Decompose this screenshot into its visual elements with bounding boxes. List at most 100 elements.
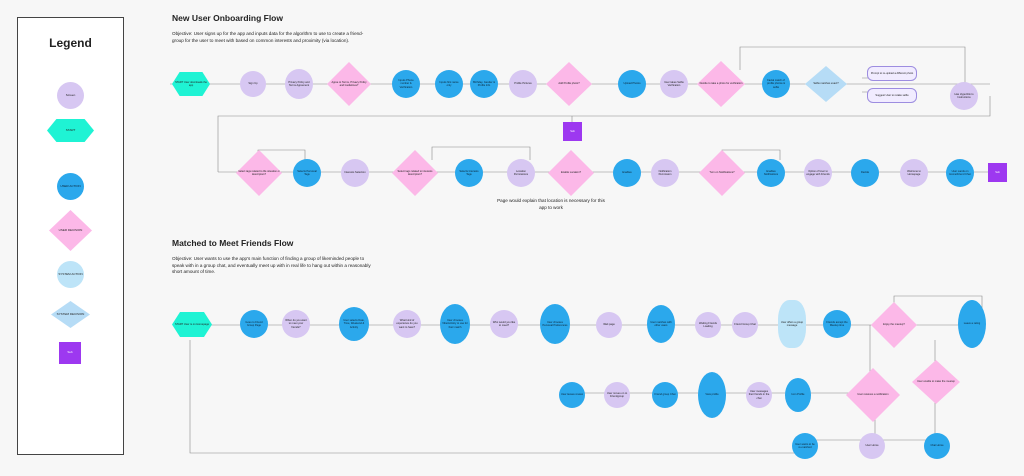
flow2-leaves-review: User leaves review <box>559 382 585 408</box>
flow1-agree-terms-label: Agree to Terms, Privacy Policy and Guide… <box>331 80 367 87</box>
flow2-messages-label: User messages their friends in the chat <box>748 390 770 400</box>
flow1-sub-b-label: Sub <box>995 170 1000 174</box>
flow1-decide: Decide <box>851 159 879 187</box>
flow2-view-profile: View profile <box>698 372 726 418</box>
flow2-who-meet-label: Who would you like to meet? <box>492 320 516 327</box>
flow2-experience: What kind of experience do you want to h… <box>393 310 421 338</box>
legend-start-label: START <box>65 127 76 132</box>
flow1-lands-home-label: User Lands on Home/Friend Chat <box>949 169 971 176</box>
flow1-enables-notifications-label: Enables Notifications <box>763 169 779 176</box>
flow1-engage-friends: Option of User to engage with Friends <box>804 159 832 187</box>
flow1-decide-photo-label: Decide to take a photo for verification <box>699 82 743 86</box>
flow2-friendgroup-label: User moves on to Friendgroup <box>606 391 628 398</box>
flow2-choose-vibe-label: User chooses Vibe/Activity to use for th… <box>442 319 468 329</box>
flow1-selfie: User takes Selfie Verification <box>660 70 688 98</box>
flow2-leaves-review-label: User leaves review <box>561 393 583 397</box>
flow2-messages: User messages their friends in the chat <box>746 382 772 408</box>
legend-panel: Legend Screen START USER ACTION USER DEC… <box>17 17 124 455</box>
flow1-upload-photos: Upload Photos <box>618 70 646 98</box>
flow2-group-chat: Friend Group Chat <box>732 312 758 338</box>
flow1-privacy-policy: Privacy Policy and Terms Agreement <box>285 69 313 99</box>
flow2-chat-home-label: User Home <box>865 444 879 448</box>
flow2-group-message: User offers a group message <box>778 300 806 348</box>
flow1-enables-notifications: Enables Notifications <box>757 159 785 187</box>
flow2-preferences: User chooses Personal Preferences <box>540 304 570 344</box>
legend-screen: Screen <box>57 82 84 109</box>
legend-user-action: USER ACTION <box>57 173 84 200</box>
flow2-group-message-label: User offers a group message <box>780 320 804 327</box>
flow2-chat-open-label: Chat Home <box>930 444 944 448</box>
flow1-first-name-label: Inputs first name only <box>439 80 459 87</box>
flow1-personal-tags-label: Selects Personal Tags <box>297 169 317 176</box>
flow1-sub-a-label: Sub <box>570 129 575 133</box>
flow1-retake: Suggest User to retake selfie <box>867 88 917 103</box>
flow1-enable-location-label: Enable Location? <box>560 171 582 175</box>
legend-sub: Sub <box>59 342 81 364</box>
flow1-hyperlink-label: Has Hyperlink to Instructions <box>954 92 974 99</box>
flow2-chat-home: User Home <box>859 433 885 459</box>
flow2-when-meet-label: When do you want to meet your friends? <box>285 319 307 329</box>
flow1-engage-friends-label: Option of User to engage with Friends <box>806 169 830 176</box>
flow2-matches-label: User matches with other users <box>650 320 672 327</box>
flow1-turn-on-notifications-label: Turn on Notifications? <box>709 171 735 175</box>
legend-title: Legend <box>49 36 92 50</box>
flow1-notification-permission: Notification Permission <box>651 159 679 187</box>
flow2-who-meet: Who would you like to meet? <box>490 310 518 338</box>
flow1-sign-up-label: Sign Up <box>248 82 258 86</box>
flow1-birthday: Birthday, Gender & Profile Info <box>470 70 498 98</box>
flow2-icon-profile-label: Icon Profile <box>791 393 805 397</box>
flow1-life-tags-label: Select tags related to life situation or… <box>238 169 280 176</box>
flow2-start-label: START User is on Homepage <box>174 322 210 326</box>
flow1-sub-a: Sub <box>563 122 582 141</box>
flow1-title: New User Onboarding Flow <box>172 13 283 23</box>
flow1-start-label: START User downloads the app <box>175 80 207 87</box>
legend-sub-label: Sub <box>67 350 73 355</box>
flow1-upload-photos-label: Upload Photos <box>623 82 641 86</box>
flow2-matches: User matches with other users <box>647 305 675 343</box>
flow2-preferences-label: User chooses Personal Preferences <box>542 320 568 327</box>
flow1-retake-label: Suggest User to retake selfie <box>875 94 909 97</box>
flow2-group-chat-label: Friend Group Chat <box>734 323 756 327</box>
flow1-privacy-policy-label: Privacy Policy and Terms Agreement <box>288 80 310 87</box>
flow2-enjoy-meetup-label: Enjoy the meetup? <box>883 323 905 327</box>
flow2-waiting-label: Waiting Friends Loading <box>699 321 717 328</box>
flow2-objective: Objective: User wants to use the app's m… <box>172 256 371 275</box>
flow2-accept-meetup: Friends accept the Meetup time <box>823 310 851 338</box>
flow1-enables: Enables <box>613 159 641 187</box>
flow1-welcome-label: Welcome to Homepage <box>907 169 921 176</box>
flow1-interest-tags-select: Selects Interests Tags <box>455 159 483 187</box>
flow1-phone-label: Inputs Phone number & Verification <box>398 79 414 89</box>
flow2-user-home: User wants to be re-matched <box>792 433 818 459</box>
flow1-reupload: Prompt to re-upload a different photo <box>867 66 917 81</box>
flow2-when-meet: When do you want to meet your friends? <box>282 310 310 338</box>
flow1-birthday-label: Birthday, Gender & Profile Info <box>473 80 495 87</box>
flow2-leave-rating-label: Leave a rating <box>963 322 981 326</box>
flow1-facial-match-label: Facial match of profile photos & selfie <box>766 79 786 89</box>
legend-screen-label: Screen <box>65 92 76 97</box>
flow2-friendgroup: User moves on to Friendgroup <box>604 382 630 408</box>
flow1-interests: Interests Selection <box>341 159 369 187</box>
flow1-interest-tags-select-label: Selects Interests Tags <box>459 169 479 176</box>
flow1-personal-tags: Selects Personal Tags <box>293 159 321 187</box>
flow1-profile-pictures-label: Profile Pictures <box>514 82 532 86</box>
flow1-add-photo-label: Add Profile photo? <box>558 82 580 86</box>
flow2-leave-rating: Leave a rating <box>958 300 986 348</box>
flow2-user-home-label: User wants to be re-matched <box>795 442 815 449</box>
flow2-select-date-label: User selects Date, Time, Weekend & Activ… <box>343 319 365 329</box>
flow1-objective: Objective: User signs up for the app and… <box>172 31 364 43</box>
legend-user-action-label: USER ACTION <box>60 183 81 188</box>
flow1-sub-b: Sub <box>988 163 1007 182</box>
flow1-location-label: Location Permissions <box>513 169 529 176</box>
flow1-notification-permission-label: Notification Permission <box>658 169 672 176</box>
legend-system-action-label: SYSTEM ACTION <box>58 271 83 276</box>
flow1-lands-home: User Lands on Home/Friend Chat <box>946 159 974 187</box>
flow2-unable-label: User receives a notification <box>857 393 889 397</box>
flow2-accept-meetup-label: Friends accept the Meetup time <box>826 320 848 327</box>
flow1-start: START User downloads the app <box>172 72 210 96</box>
flow2-wait-page-label: Wait page <box>603 323 615 327</box>
flow1-selfie-match-label: Selfie matches exact? <box>813 82 839 86</box>
flow2-chat: Friend group Chat <box>652 382 678 408</box>
flow1-interest-tags-label: Select tags related to interests descrip… <box>397 169 433 176</box>
flow1-first-name: Inputs first name only <box>435 70 463 98</box>
flow1-welcome: Welcome to Homepage <box>900 159 928 187</box>
